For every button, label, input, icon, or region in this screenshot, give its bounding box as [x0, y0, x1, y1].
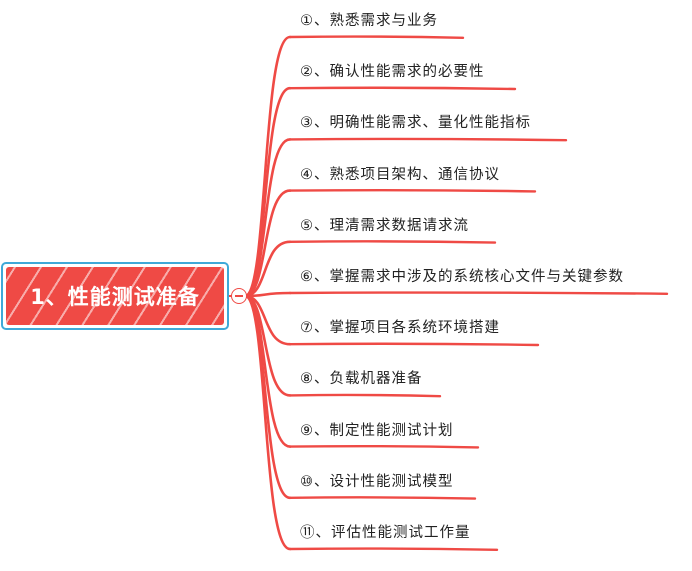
branch-item-6[interactable]: ⑥、掌握需求中涉及的系统核心文件与关键参数	[300, 269, 624, 285]
branch-connector-4	[243, 189, 292, 298]
branch-underline-7	[288, 342, 540, 347]
branch-underline-6	[288, 291, 669, 295]
branch-underline-1	[288, 35, 465, 39]
branch-item-11[interactable]: ⑪、评估性能测试工作量	[300, 525, 471, 541]
branch-underline-11	[288, 547, 499, 551]
branch-underline-4	[288, 188, 537, 193]
collapse-toggle-icon[interactable]	[231, 288, 247, 304]
central-topic-label: 1、性能测试准备	[30, 285, 200, 309]
branch-item-7[interactable]: ⑦、掌握项目各系统环境搭建	[300, 320, 500, 337]
branch-underline-2	[288, 86, 517, 91]
branch-item-2[interactable]: ②、确认性能需求的必要性	[300, 64, 485, 81]
branch-item-1[interactable]: ①、熟悉需求与业务	[300, 13, 438, 29]
branch-item-8[interactable]: ⑧、负载机器准备	[300, 371, 423, 388]
branch-connector-11	[243, 294, 292, 551]
branch-connector-5	[243, 240, 292, 298]
branch-underline-3	[288, 137, 568, 142]
branch-item-5[interactable]: ⑤、理清需求数据请求流	[300, 217, 469, 234]
central-topic[interactable]: 1、性能测试准备	[1, 262, 229, 330]
branch-underline-10	[288, 496, 477, 500]
branch-item-10[interactable]: ⑩、设计性能测试模型	[300, 473, 454, 490]
branch-underline-9	[288, 444, 480, 449]
minus-icon	[235, 295, 243, 297]
branch-item-4[interactable]: ④、熟悉项目架构、通信协议	[300, 166, 500, 183]
branch-connector-3	[243, 138, 292, 298]
branch-underline-5	[288, 240, 497, 244]
branch-item-9[interactable]: ⑨、制定性能测试计划	[300, 422, 454, 439]
branch-underline-8	[288, 393, 442, 398]
branch-item-3[interactable]: ③、明确性能需求、量化性能指标	[300, 115, 531, 132]
central-topic-fill: 1、性能测试准备	[6, 267, 224, 325]
